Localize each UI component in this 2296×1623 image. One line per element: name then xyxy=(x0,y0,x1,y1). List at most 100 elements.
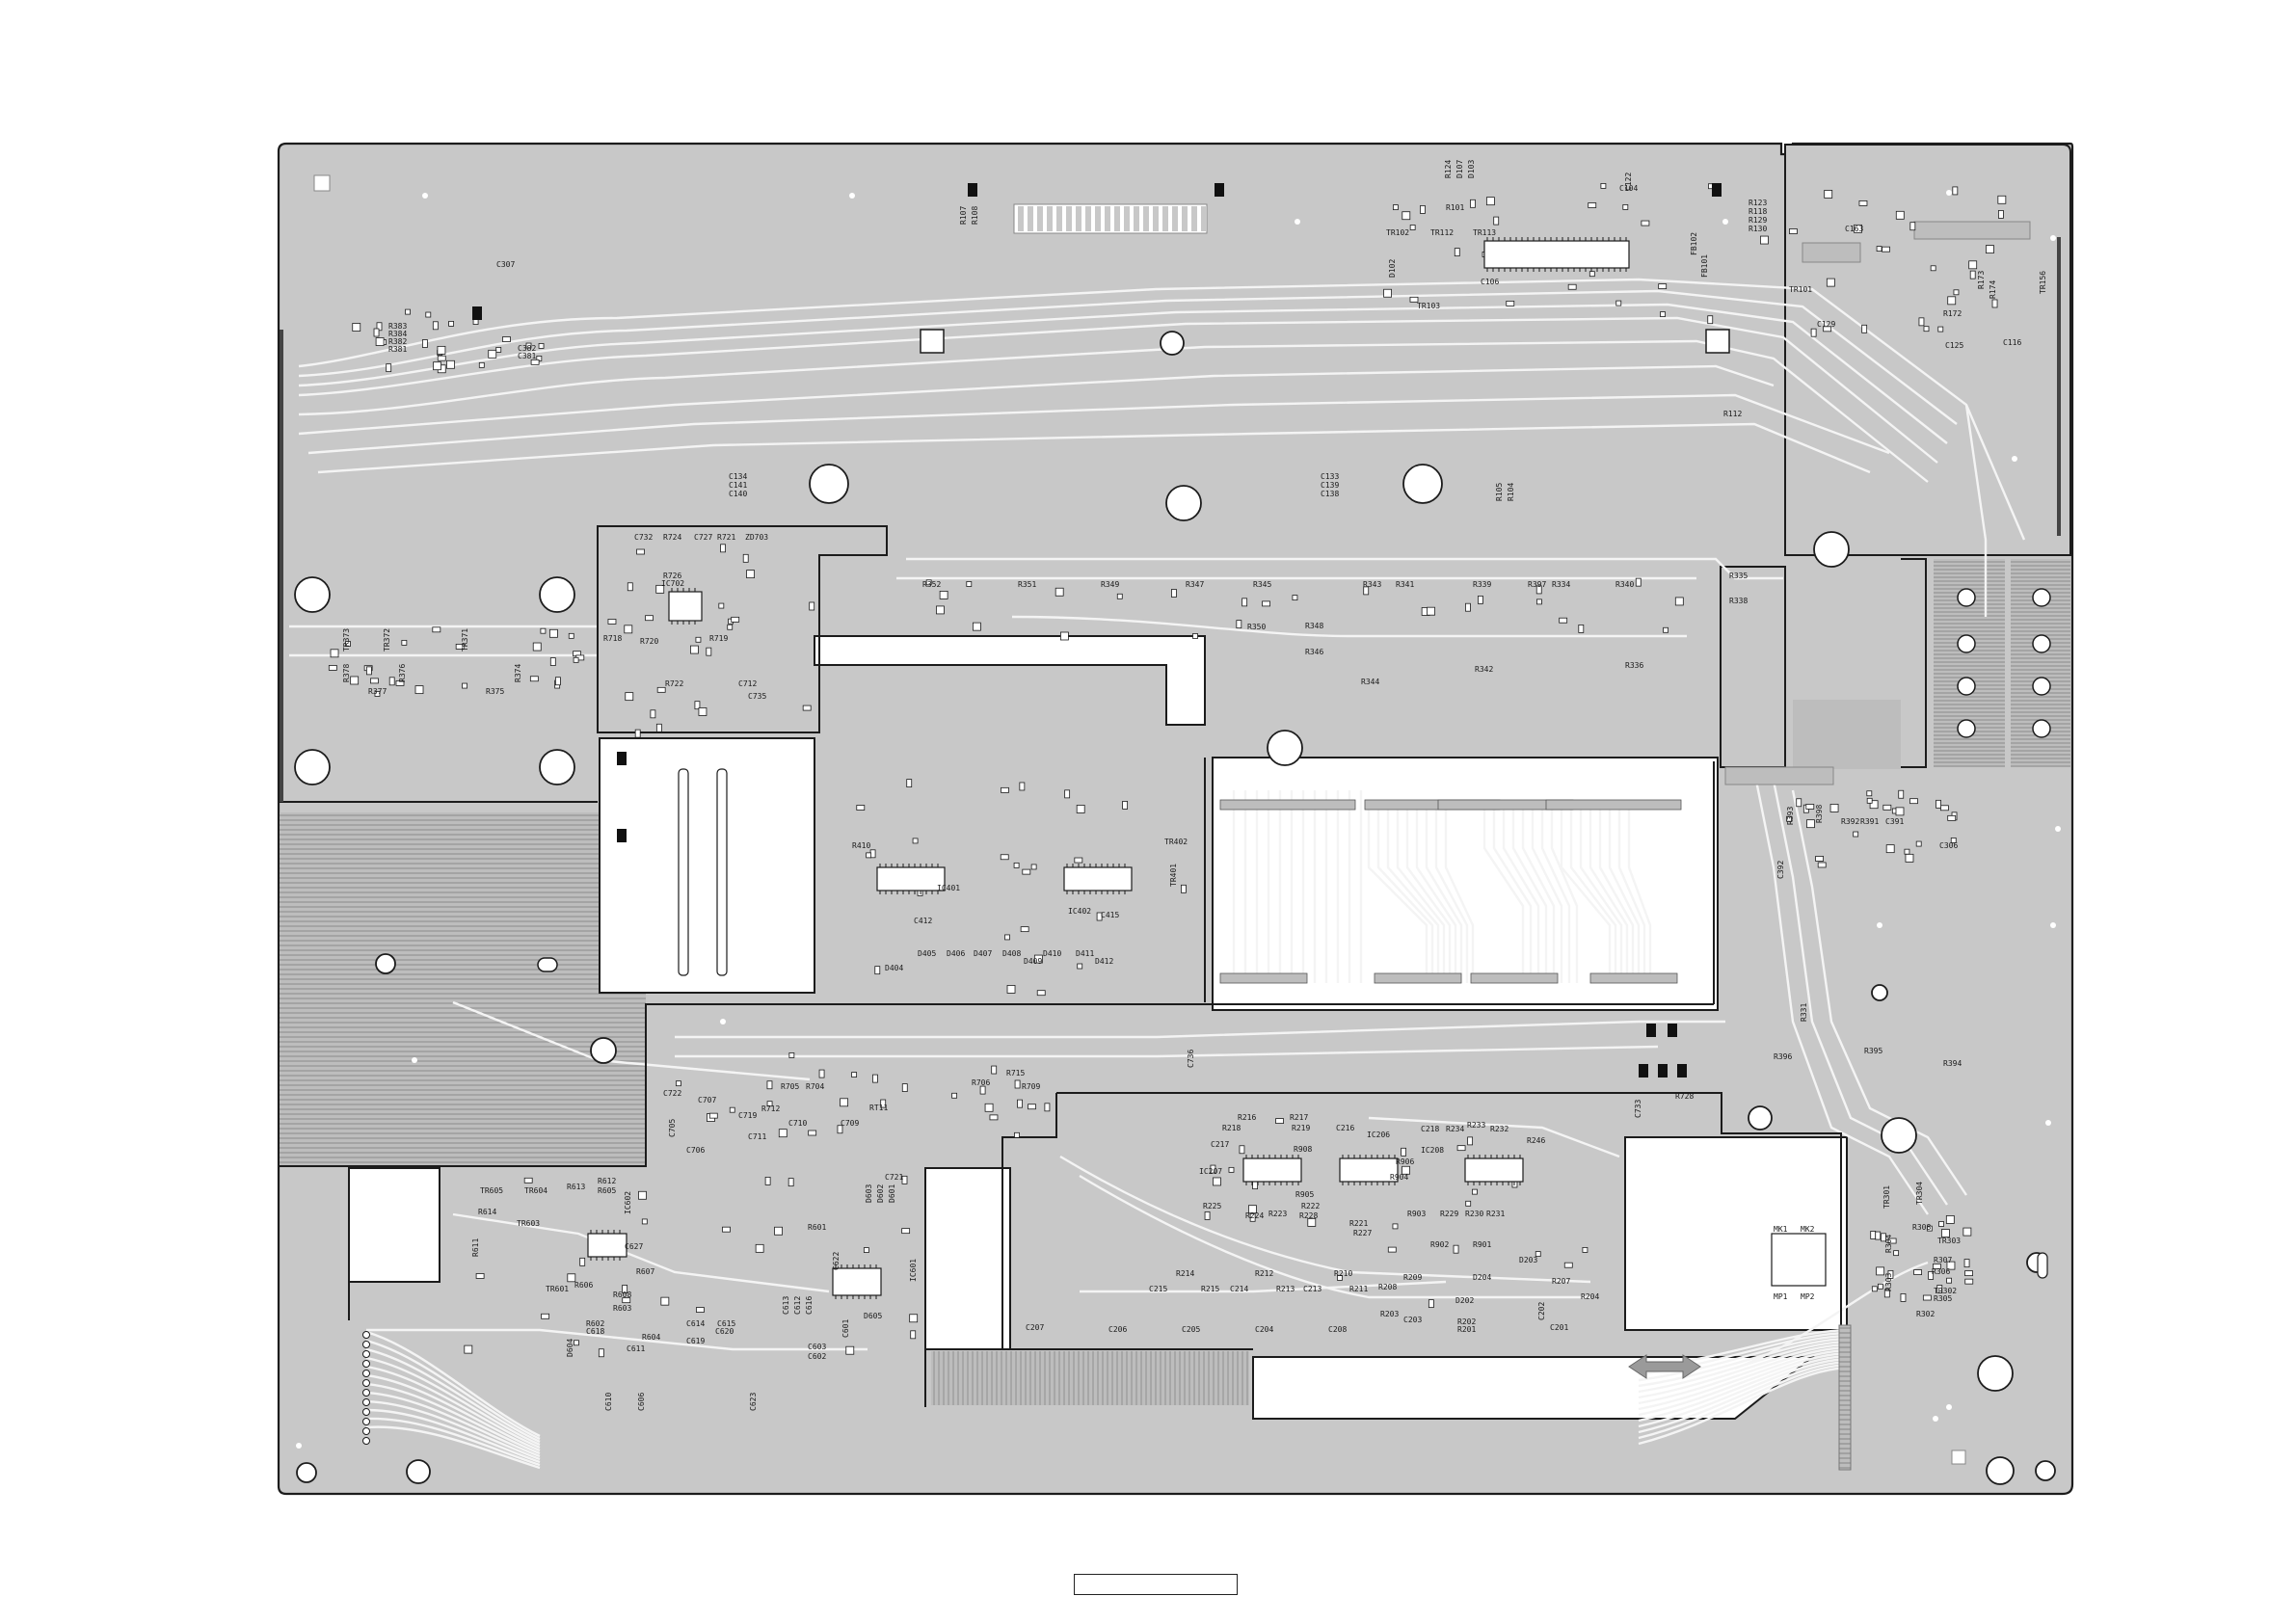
component-label: R225 xyxy=(1203,1202,1221,1211)
component-label: TR371 xyxy=(461,628,469,652)
component-label: R229 xyxy=(1440,1210,1458,1218)
component-label: C208 xyxy=(1328,1325,1347,1334)
component-label: D204 xyxy=(1473,1273,1491,1282)
component-label: R605 xyxy=(598,1186,616,1195)
component-label: IC206 xyxy=(1367,1131,1390,1139)
component-label: R704 xyxy=(806,1082,824,1091)
component-label: R410 xyxy=(852,841,870,850)
component-label: R601 xyxy=(808,1223,826,1232)
component-label: D409 xyxy=(1024,957,1042,966)
ic-footprints xyxy=(587,237,1630,1299)
component-label: R302 xyxy=(1916,1310,1935,1318)
component-label: R210 xyxy=(1334,1269,1352,1278)
component-label: C381 xyxy=(518,352,536,360)
component-label: R118 xyxy=(1749,207,1767,216)
component-label: R130 xyxy=(1749,225,1767,233)
component-label: R246 xyxy=(1527,1136,1545,1145)
component-label: R304 xyxy=(1884,1235,1893,1253)
component-label: R611 xyxy=(471,1238,480,1257)
component-label: IC401 xyxy=(937,884,960,892)
component-label: R228 xyxy=(1299,1211,1318,1220)
component-label: C104 xyxy=(1619,184,1638,193)
component-label: C732 xyxy=(634,533,653,542)
component-label: C622 xyxy=(832,1252,841,1270)
component-label: C601 xyxy=(841,1319,850,1338)
component-label: C707 xyxy=(698,1096,716,1104)
component-label: R374 xyxy=(514,664,522,682)
component-label: C141 xyxy=(729,481,747,490)
component-label: R342 xyxy=(1475,665,1493,674)
component-label: C206 xyxy=(1108,1325,1127,1334)
component-label: C306 xyxy=(1939,841,1958,850)
component-label: TR103 xyxy=(1417,302,1440,310)
component-label: R174 xyxy=(1989,280,1997,299)
component-label: R382 xyxy=(388,337,407,346)
mounting-holes xyxy=(280,174,2061,1485)
component-label: R606 xyxy=(574,1281,593,1290)
component-label: MP1 xyxy=(1774,1292,1788,1301)
component-label: R216 xyxy=(1238,1113,1256,1122)
component-label: D107 xyxy=(1455,160,1464,178)
component-label: R306 xyxy=(1932,1267,1950,1276)
component-label: R392 xyxy=(1841,817,1859,826)
component-label: R231 xyxy=(1486,1210,1505,1218)
component-label: R348 xyxy=(1305,622,1323,630)
component-label: R222 xyxy=(1301,1202,1320,1211)
component-label: R607 xyxy=(636,1267,654,1276)
component-label: R722 xyxy=(665,679,683,688)
component-label: R376 xyxy=(398,664,407,682)
component-label: C709 xyxy=(841,1119,859,1128)
component-pads xyxy=(328,183,2007,1358)
component-label: R397 xyxy=(1528,580,1546,589)
component-label: R613 xyxy=(567,1183,585,1191)
component-label: R902 xyxy=(1430,1240,1449,1249)
component-label: C202 xyxy=(1537,1302,1546,1320)
component-label: C719 xyxy=(738,1111,757,1120)
component-label: C125 xyxy=(1945,341,1963,350)
component-label: D604 xyxy=(566,1339,574,1357)
component-label: R207 xyxy=(1552,1277,1570,1286)
component-label: FB102 xyxy=(1690,232,1698,255)
component-label: R908 xyxy=(1294,1145,1312,1154)
component-label: C616 xyxy=(805,1296,814,1315)
component-label: C620 xyxy=(715,1327,734,1336)
component-label: R172 xyxy=(1943,309,1962,318)
component-label: C204 xyxy=(1255,1325,1273,1334)
component-label: C705 xyxy=(668,1119,677,1137)
component-label: C602 xyxy=(808,1352,826,1361)
component-label: R351 xyxy=(1018,580,1036,589)
component-label: MK1 xyxy=(1774,1225,1788,1234)
component-label: TR601 xyxy=(546,1285,569,1293)
component-label: R338 xyxy=(1729,597,1748,605)
component-label: R706 xyxy=(972,1078,990,1087)
component-label: R395 xyxy=(1864,1047,1882,1055)
component-label: D408 xyxy=(1002,949,1021,958)
component-label: R341 xyxy=(1396,580,1414,589)
component-label: C735 xyxy=(748,692,766,701)
component-label: C217 xyxy=(1211,1140,1229,1149)
component-label: R378 xyxy=(342,664,351,682)
component-label: C712 xyxy=(738,679,757,688)
component-label: R305 xyxy=(1934,1294,1952,1303)
component-label: C214 xyxy=(1230,1285,1248,1293)
component-label: R230 xyxy=(1465,1210,1483,1218)
component-label: R203 xyxy=(1380,1310,1399,1318)
component-label: C623 xyxy=(749,1393,758,1411)
component-label: D412 xyxy=(1095,957,1113,966)
mic-connector-block xyxy=(1771,1233,1827,1287)
component-label: R724 xyxy=(663,533,681,542)
component-label: IC601 xyxy=(909,1259,918,1282)
component-label: TR402 xyxy=(1164,838,1188,846)
component-label: TR156 xyxy=(2039,271,2047,294)
component-label: R396 xyxy=(1774,1052,1792,1061)
component-label: C611 xyxy=(627,1344,645,1353)
component-label: C216 xyxy=(1336,1124,1354,1132)
component-label: R173 xyxy=(1977,271,1986,289)
component-label: R212 xyxy=(1255,1269,1273,1278)
component-label: D407 xyxy=(974,949,992,958)
component-label: R901 xyxy=(1473,1240,1491,1249)
component-label: R343 xyxy=(1363,580,1381,589)
component-label: R384 xyxy=(388,330,407,338)
